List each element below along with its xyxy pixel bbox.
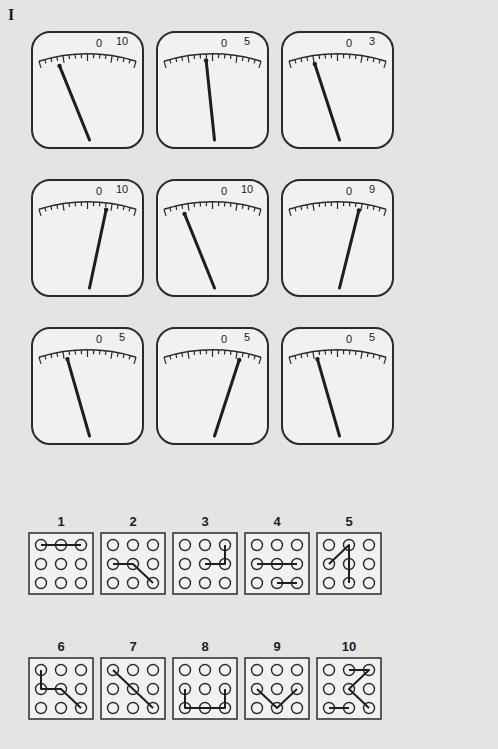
puzzle-number: 7 bbox=[100, 640, 166, 653]
scale-number: 0 bbox=[346, 186, 352, 197]
gauge-dial: 05 bbox=[30, 326, 145, 446]
puzzle-number: 3 bbox=[172, 515, 238, 528]
dot-grid: 5 bbox=[316, 515, 382, 595]
gauge-drawing bbox=[280, 178, 395, 298]
gauge-dial: 05 bbox=[155, 326, 270, 446]
dot-grid: 6 bbox=[28, 640, 94, 720]
dot-grid: 10 bbox=[316, 640, 382, 720]
gauge-dial: 05 bbox=[155, 30, 270, 150]
dot-grid: 3 bbox=[172, 515, 238, 595]
gauge-drawing bbox=[30, 178, 145, 298]
puzzle-number: 8 bbox=[172, 640, 238, 653]
scale-number: 0 bbox=[221, 38, 227, 49]
scale-number: 5 bbox=[244, 332, 250, 343]
dot-grid: 1 bbox=[28, 515, 94, 595]
puzzle-number: 4 bbox=[244, 515, 310, 528]
dot-grid: 4 bbox=[244, 515, 310, 595]
gauge-dial: 0 10 bbox=[30, 30, 145, 150]
gauge-drawing bbox=[280, 326, 395, 446]
dot-grid: 2 bbox=[100, 515, 166, 595]
gauge-drawing bbox=[30, 326, 145, 446]
scale-number: 5 bbox=[119, 332, 125, 343]
puzzle-number: 10 bbox=[316, 640, 382, 653]
scale-number: 0 bbox=[221, 334, 227, 345]
scale-number: 0 bbox=[96, 38, 102, 49]
dot-grid: 9 bbox=[244, 640, 310, 720]
gauge-drawing bbox=[280, 30, 395, 150]
scale-number: 5 bbox=[369, 332, 375, 343]
puzzle-number: 9 bbox=[244, 640, 310, 653]
dot-grid: 8 bbox=[172, 640, 238, 720]
puzzle-number: 1 bbox=[28, 515, 94, 528]
scale-number: 0 bbox=[221, 186, 227, 197]
scale-number: 10 bbox=[116, 36, 128, 47]
gauge-drawing bbox=[155, 326, 270, 446]
scale-number: 0 bbox=[96, 334, 102, 345]
gauge-dial: 03 bbox=[280, 30, 395, 150]
scale-number: 0 bbox=[346, 334, 352, 345]
scale-number: 0 bbox=[346, 38, 352, 49]
scale-number: 0 bbox=[96, 186, 102, 197]
scale-number: 10 bbox=[116, 184, 128, 195]
gauge-dial: 05 bbox=[280, 326, 395, 446]
gauge-dial: 0 10 bbox=[155, 178, 270, 298]
puzzle-number: 6 bbox=[28, 640, 94, 653]
scale-number: 9 bbox=[369, 184, 375, 195]
gauge-drawing bbox=[30, 30, 145, 150]
section-label: I bbox=[8, 6, 14, 24]
puzzle-number: 5 bbox=[316, 515, 382, 528]
gauge-dial: 09 bbox=[280, 178, 395, 298]
scale-number: 3 bbox=[369, 36, 375, 47]
gauge-dial: 0 10 bbox=[30, 178, 145, 298]
dot-grid: 7 bbox=[100, 640, 166, 720]
gauge-drawing bbox=[155, 30, 270, 150]
scale-number: 5 bbox=[244, 36, 250, 47]
scale-number: 10 bbox=[241, 184, 253, 195]
gauge-drawing bbox=[155, 178, 270, 298]
puzzle-number: 2 bbox=[100, 515, 166, 528]
